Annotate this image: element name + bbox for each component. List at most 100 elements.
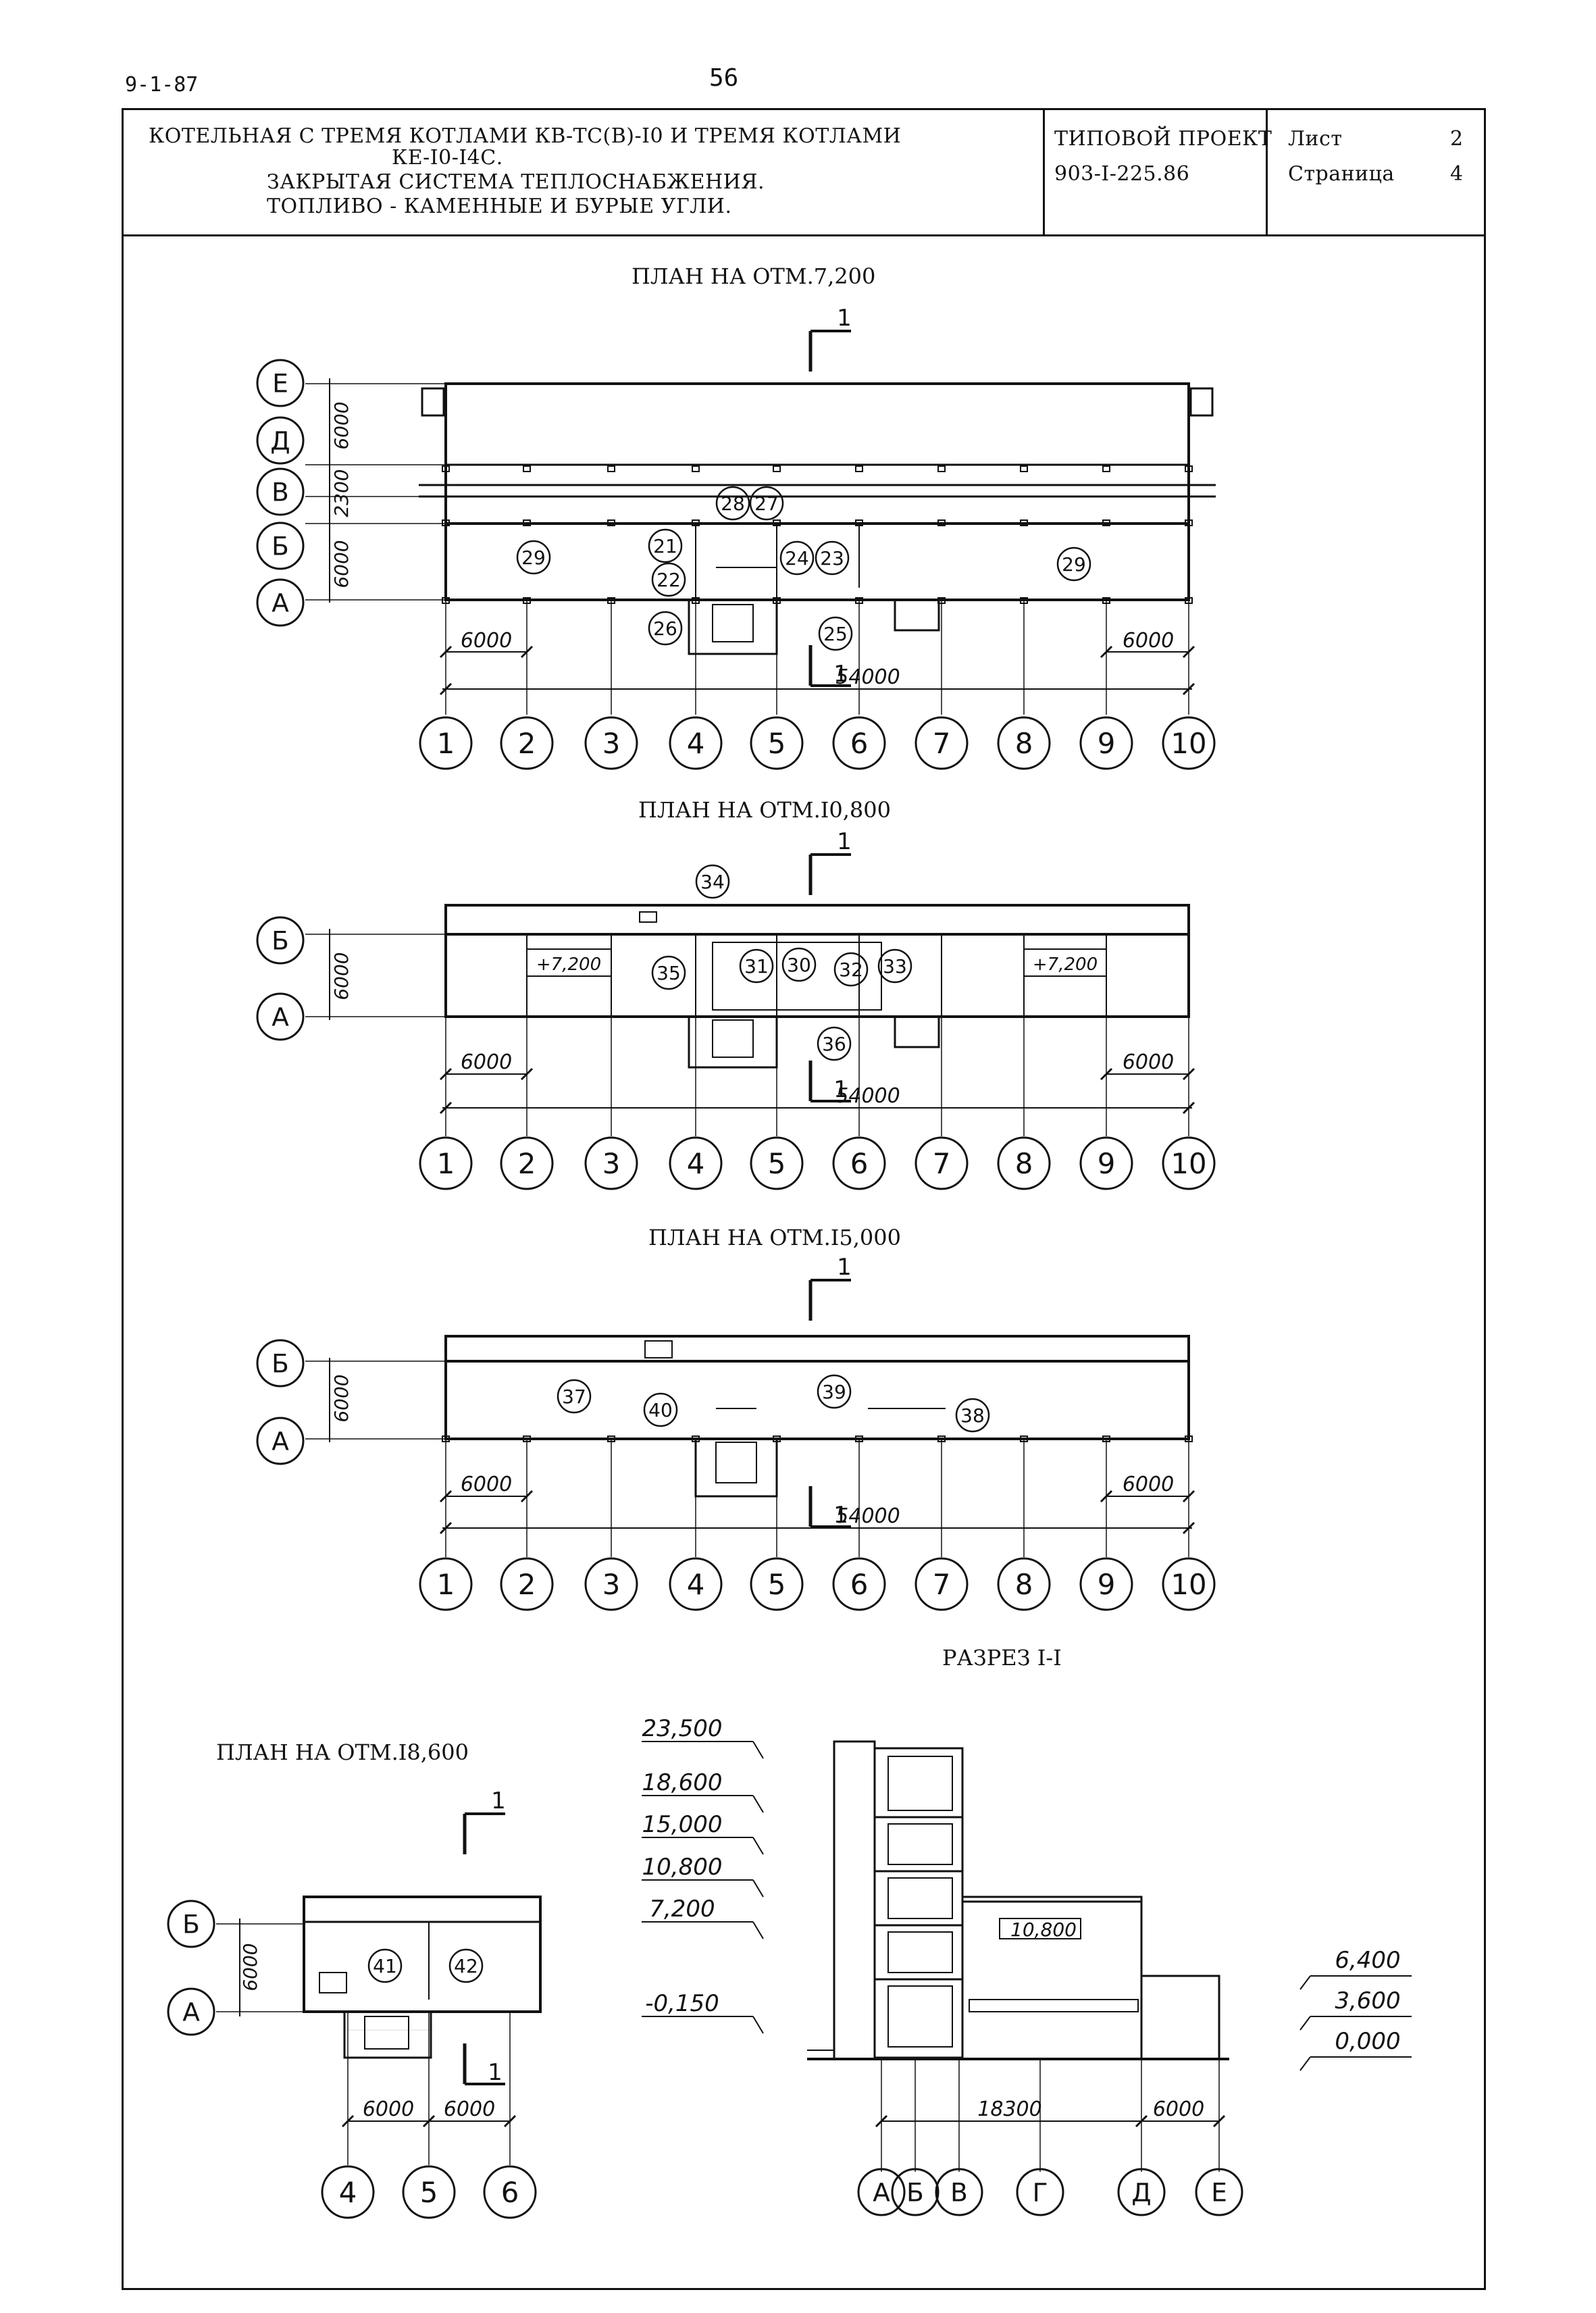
dim-tick — [1212, 2114, 1226, 2128]
room-39-label: 39 — [822, 1381, 846, 1403]
room-40-label: 40 — [648, 1399, 673, 1421]
plan-15000-stair-top — [644, 1340, 673, 1358]
plan-7200-column-b-7 — [937, 519, 946, 526]
room-30-label: 30 — [787, 954, 811, 976]
plan-10800-col-4-label: 4 — [687, 1147, 705, 1180]
room-34-circle — [695, 864, 730, 899]
plan-18600-col-4-label: 4 — [339, 2176, 357, 2209]
room-24-label: 24 — [785, 547, 809, 569]
room-37-circle — [557, 1379, 592, 1414]
plan-7200-col-5-circle — [750, 716, 804, 770]
room-25-circle — [818, 616, 853, 651]
section-axis-Г-label: Г — [1033, 2177, 1048, 2207]
room-24-circle — [779, 540, 815, 576]
room-29-right-label: 29 — [1062, 553, 1086, 576]
title-line-3: ЗАКРЫТАЯ СИСТЕМА ТЕПЛОСНАБЖЕНИЯ. — [267, 170, 765, 194]
plan-7200-col-4-circle — [669, 716, 723, 770]
plan-7200-col-10-label: 10 — [1170, 727, 1206, 760]
plan-18600-col-5-label: 5 — [420, 2176, 438, 2209]
plan-15000-row-А-circle — [256, 1417, 305, 1465]
section-level-right-tick-1 — [1299, 2016, 1311, 2031]
section-axis-Д-circle — [1117, 2168, 1166, 2216]
plan-10800-row-Б-label: Б — [272, 925, 289, 955]
plan-15000-col-8-label: 8 — [1015, 1568, 1033, 1601]
plan-7200-row-А-label: А — [272, 588, 289, 617]
plan-10800-col-8-label: 8 — [1015, 1147, 1033, 1180]
plan-10800-vent — [639, 911, 657, 923]
section-level-right-1: 3,600 — [1335, 1987, 1400, 2014]
room-23-label: 23 — [820, 547, 844, 569]
plan-7200-col-6-label: 6 — [850, 727, 869, 760]
plan-7200-column-d-7 — [937, 465, 946, 472]
plan-7200-col-8-circle — [997, 716, 1051, 770]
room-37-label: 37 — [562, 1386, 586, 1408]
room-21-circle — [648, 528, 683, 563]
section-axis-Д-label: Д — [1131, 2177, 1151, 2207]
plan-7200-cut-bottom-label: 1 — [833, 661, 848, 688]
section-level-left-tick-2 — [752, 1837, 764, 1855]
plan-7200-row-В-label: В — [272, 477, 289, 507]
plan-10800-row-А-label: А — [272, 1002, 289, 1032]
section-level-right-tick-0 — [1299, 1975, 1311, 1990]
room-25-label: 25 — [823, 623, 848, 645]
room-35-circle — [651, 955, 686, 990]
plan-7200-column-d-5 — [773, 465, 781, 472]
section-mark-10800: 10,800 — [1010, 1918, 1077, 1941]
plan-15000-cut-top-label: 1 — [837, 1254, 852, 1281]
plan-15000-dim-total-label: 54000 — [835, 1504, 900, 1528]
plan-15000-col-3-circle — [584, 1557, 638, 1611]
plan-7200-stair-1-inner — [712, 604, 754, 642]
room-21-label: 21 — [653, 535, 677, 557]
plan-10800-col-7-circle — [915, 1136, 969, 1190]
plan-18600-dim-left-label: 6000 — [363, 2098, 414, 2121]
plan-10800-row-Б-circle — [256, 916, 305, 965]
plan-15000-stair-inner — [715, 1442, 757, 1483]
plan-18600-dim-6000: 6000 — [239, 1943, 261, 1991]
plan-7200-column-b-2 — [523, 519, 531, 526]
plan-7200-col-5-label: 5 — [768, 727, 786, 760]
section-axis-В-circle — [935, 2168, 983, 2216]
plan-7200-stair-2 — [894, 599, 940, 632]
plan-10800-cut-bottom-label: 1 — [833, 1076, 848, 1103]
section-axis-В-label: В — [950, 2177, 968, 2207]
plan-10800-col-10-label: 10 — [1170, 1147, 1206, 1180]
plan-7200-col-8-label: 8 — [1015, 727, 1033, 760]
plan-15000-row-Б-label: Б — [272, 1348, 289, 1378]
plan-10800-col-6-label: 6 — [850, 1147, 869, 1180]
plan-7200-col-7-label: 7 — [933, 727, 951, 760]
section-level-left-3: 10,800 — [642, 1854, 723, 1881]
plan-15000-col-7-label: 7 — [933, 1568, 951, 1601]
title-block-project: ТИПОВОЙ ПРОЕКТ 903-I-225.86 — [1045, 108, 1272, 234]
plan-7200-row-Б-circle — [256, 522, 305, 570]
plan-10800-col-7-label: 7 — [933, 1147, 951, 1180]
room-33-label: 33 — [883, 955, 907, 977]
plan-10800-mark-left: +7,200 — [536, 955, 601, 975]
title-block-main: КОТЕЛЬНАЯ С ТРЕМЯ КОТЛАМИ КВ-ТС(В)-I0 И … — [122, 108, 1045, 234]
plan-10800-dim-total-label: 54000 — [835, 1084, 900, 1108]
room-38-circle — [955, 1398, 990, 1433]
plan-10800-row-А-circle — [256, 992, 305, 1041]
plan-15000-dim-bay-right-label: 6000 — [1123, 1473, 1174, 1496]
plan-10800-col-2-label: 2 — [518, 1147, 536, 1180]
plan-15000-col-3-label: 3 — [602, 1568, 621, 1601]
plan-7200-column-b-8 — [1020, 519, 1028, 526]
room-40-circle — [643, 1392, 678, 1427]
plan-7200-column-d-4 — [692, 465, 700, 472]
section-tower-cell-5 — [887, 1985, 953, 2048]
plan-15000-col-2-circle — [500, 1557, 554, 1611]
section-axis-Г-circle — [1016, 2168, 1064, 2216]
plan-10800-col-5-circle — [750, 1136, 804, 1190]
plan-7200-stair-left — [421, 387, 445, 417]
section-axis-Е-circle — [1195, 2168, 1243, 2216]
plan-18600-stair — [343, 2010, 432, 2059]
plan-10800-dim-bay-left-label: 6000 — [461, 1050, 512, 1074]
page-value: 4 — [1450, 162, 1464, 186]
plan-15000-col-1-circle — [419, 1557, 473, 1611]
plan-7200-row-В-circle — [256, 467, 305, 516]
plan-7200-column-d-10 — [1185, 465, 1193, 472]
section-mark-box — [999, 1918, 1081, 1939]
room-33-circle — [877, 948, 912, 984]
section-axis-Е-label: Е — [1211, 2177, 1227, 2207]
room-38-label: 38 — [960, 1404, 985, 1427]
plan-10800-col-3-circle — [584, 1136, 638, 1190]
